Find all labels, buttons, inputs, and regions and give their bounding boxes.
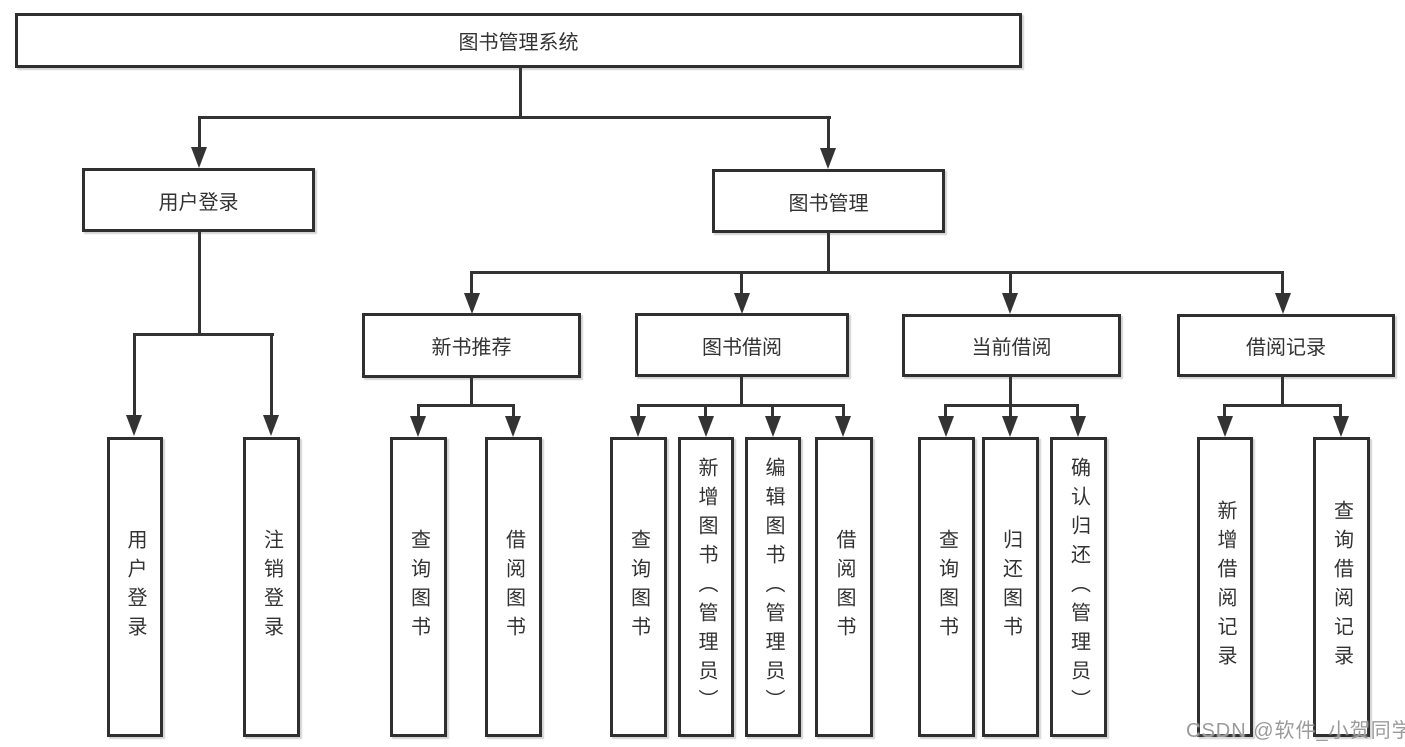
node-return-book: 归还图书 — [982, 437, 1039, 737]
arrowhead-edit-book — [765, 416, 781, 437]
node-add-record-label: 新增借阅记录 — [1214, 500, 1236, 674]
node-current-borrow: 当前借阅 — [902, 314, 1121, 377]
arrowhead-new-book-rec — [464, 293, 480, 314]
arrowhead-borrow-book-a — [505, 416, 521, 437]
arrowhead-logout-leaf — [263, 415, 279, 436]
node-borrow-book-a-label: 借阅图书 — [502, 529, 525, 645]
connector-book-mgmt-branch — [470, 271, 1284, 274]
connector-stem-add-record — [1223, 404, 1226, 416]
node-borrow-book-b: 借阅图书 — [815, 437, 873, 737]
node-logout-leaf-label: 注销登录 — [260, 529, 283, 645]
arrowhead-confirm-return — [1070, 416, 1086, 437]
arrowhead-query-record — [1333, 416, 1349, 437]
node-query-book-c: 查询图书 — [918, 437, 975, 737]
connector-current-borrow-drop — [1009, 376, 1012, 407]
arrowhead-return-book — [1002, 416, 1018, 437]
arrowhead-login-leaf — [126, 415, 142, 436]
node-book-borrow-label: 图书借阅 — [702, 336, 782, 359]
node-add-book: 新增图书（管理员） — [678, 437, 734, 737]
connector-root-branch — [198, 116, 831, 119]
connector-borrow-records-branch — [1223, 404, 1342, 407]
connector-stem-user-login — [198, 116, 201, 148]
node-book-borrow: 图书借阅 — [635, 313, 849, 377]
connector-stem-borrow-book-a — [512, 404, 515, 416]
node-borrow-records: 借阅记录 — [1177, 314, 1395, 377]
csdn-watermark: CSDN @软件_小贺同学 — [1186, 720, 1405, 742]
connector-book-borrow-branch — [637, 404, 845, 407]
node-borrow-book-b-label: 借阅图书 — [833, 529, 855, 645]
node-new-book-rec-label: 新书推荐 — [431, 337, 512, 359]
arrowhead-query-book-a — [410, 416, 426, 437]
node-edit-book-label: 编辑图书（管理员） — [762, 456, 784, 718]
arrowhead-query-book-c — [938, 416, 954, 437]
connector-stem-logout-leaf — [270, 333, 273, 415]
node-user-login: 用户登录 — [82, 168, 315, 232]
connector-user-login-branch — [133, 333, 274, 336]
connector-stem-book-mgmt — [827, 116, 830, 149]
arrowhead-book-borrow — [734, 293, 750, 314]
node-query-record-label: 查询借阅记录 — [1330, 500, 1353, 674]
connector-stem-query-book-c — [944, 404, 947, 416]
node-query-book-c-label: 查询图书 — [935, 529, 958, 645]
connector-stem-query-book-b — [637, 404, 640, 416]
node-login-leaf-label: 用户登录 — [124, 529, 146, 645]
arrowhead-user-login — [191, 147, 207, 168]
connector-book-borrow-drop — [740, 377, 743, 407]
node-book-mgmt: 图书管理 — [712, 169, 945, 233]
connector-stem-current-borrow — [1009, 271, 1012, 295]
connector-stem-query-record — [1339, 404, 1342, 416]
connector-borrow-records-drop — [1281, 376, 1284, 407]
node-user-login-label: 用户登录 — [158, 191, 239, 214]
arrowhead-borrow-records — [1275, 293, 1291, 314]
connector-stem-login-leaf — [133, 333, 136, 415]
connector-stem-confirm-return — [1076, 404, 1079, 416]
connector-stem-borrow-book-b — [842, 404, 845, 416]
node-query-book-b-label: 查询图书 — [627, 529, 650, 645]
node-return-book-label: 归还图书 — [999, 529, 1022, 645]
node-new-book-rec: 新书推荐 — [362, 313, 581, 378]
arrowhead-borrow-book-b — [835, 416, 851, 437]
node-borrow-records-label: 借阅记录 — [1246, 337, 1326, 359]
connector-root-drop — [519, 67, 522, 119]
connector-stem-add-book — [704, 404, 707, 416]
node-login-leaf: 用户登录 — [107, 437, 163, 737]
node-edit-book: 编辑图书（管理员） — [745, 437, 801, 737]
connector-stem-query-book-a — [417, 404, 420, 416]
node-add-book-label: 新增图书（管理员） — [695, 456, 717, 718]
connector-stem-borrow-records — [1281, 271, 1284, 295]
node-current-borrow-label: 当前借阅 — [971, 337, 1052, 359]
arrowhead-query-book-b — [630, 416, 646, 437]
arrowhead-current-borrow — [1002, 293, 1018, 314]
connector-stem-return-book — [1009, 404, 1012, 416]
arrowhead-add-book — [698, 416, 714, 437]
node-query-record: 查询借阅记录 — [1313, 437, 1370, 737]
node-confirm-return: 确认归还（管理员） — [1050, 437, 1107, 737]
arrowhead-add-record — [1217, 416, 1233, 437]
connector-stem-edit-book — [771, 404, 774, 416]
node-root-label: 图书管理系统 — [458, 32, 579, 54]
node-book-mgmt-label: 图书管理 — [788, 192, 869, 215]
node-query-book-b: 查询图书 — [610, 437, 667, 737]
node-query-book-a-label: 查询图书 — [407, 529, 430, 645]
connector-new-book-rec-drop — [470, 377, 473, 407]
node-confirm-return-label: 确认归还（管理员） — [1067, 456, 1090, 718]
arrowhead-book-mgmt — [820, 148, 836, 169]
node-add-record: 新增借阅记录 — [1197, 437, 1253, 737]
connector-new-book-rec-branch — [417, 404, 515, 407]
connector-book-mgmt-drop — [827, 232, 830, 274]
node-query-book-a: 查询图书 — [390, 437, 447, 737]
node-root: 图书管理系统 — [15, 13, 1022, 68]
node-logout-leaf: 注销登录 — [243, 437, 300, 737]
connector-user-login-drop — [198, 231, 201, 335]
node-borrow-book-a: 借阅图书 — [485, 437, 542, 737]
connector-stem-book-borrow — [740, 271, 743, 295]
connector-stem-new-book-rec — [470, 271, 473, 295]
